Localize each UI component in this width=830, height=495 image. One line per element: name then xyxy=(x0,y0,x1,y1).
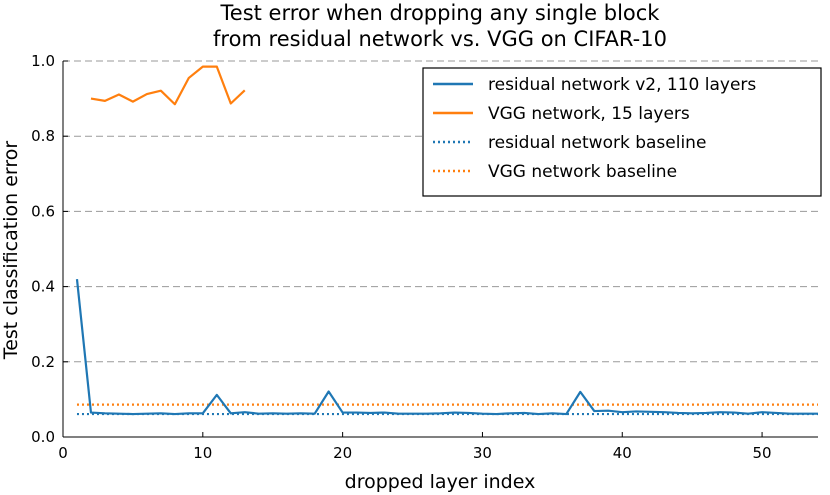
x-tick-label: 30 xyxy=(473,444,492,462)
legend-label-residual-network-v2-110-layers: residual network v2, 110 layers xyxy=(488,75,756,95)
baseline-series-group xyxy=(76,403,818,416)
x-ticks: 0 10 20 30 40 50 xyxy=(58,432,772,462)
y-tick-label: 0.6 xyxy=(31,202,55,220)
x-tick-label: 50 xyxy=(753,444,772,462)
legend-label-vgg-network-15-layers: VGG network, 15 layers xyxy=(488,104,690,124)
chart-title-line-1: Test error when dropping any single bloc… xyxy=(220,1,661,25)
series-lines-group xyxy=(75,65,818,416)
chart-title-line-2: from residual network vs. VGG on CIFAR-1… xyxy=(213,27,667,51)
axes xyxy=(62,61,818,438)
x-tick-label: 20 xyxy=(333,444,352,462)
x-tick-label: 0 xyxy=(58,444,68,462)
y-axis-label: Test classification error xyxy=(0,141,22,361)
x-tick-label: 10 xyxy=(193,444,212,462)
series-line-vgg-network-15-layers xyxy=(90,65,246,106)
series-line-residual-network-v2-110-layers xyxy=(75,278,818,416)
y-tick-label: 0.4 xyxy=(31,278,55,296)
legend-label-residual-network-baseline: residual network baseline xyxy=(488,133,706,153)
y-tick-label: 0.2 xyxy=(31,353,55,371)
y-tick-label: 1.0 xyxy=(31,52,55,70)
y-tick-label: 0.0 xyxy=(31,428,55,446)
legend-box xyxy=(422,67,822,197)
y-tick-label: 0.8 xyxy=(31,127,55,145)
x-tick-label: 40 xyxy=(613,444,632,462)
x-axis-label: dropped layer index xyxy=(345,471,536,493)
legend-label-vgg-network-baseline: VGG network baseline xyxy=(488,162,677,182)
y-ticks: 0.0 0.2 0.4 0.6 0.8 1.0 xyxy=(31,52,68,446)
